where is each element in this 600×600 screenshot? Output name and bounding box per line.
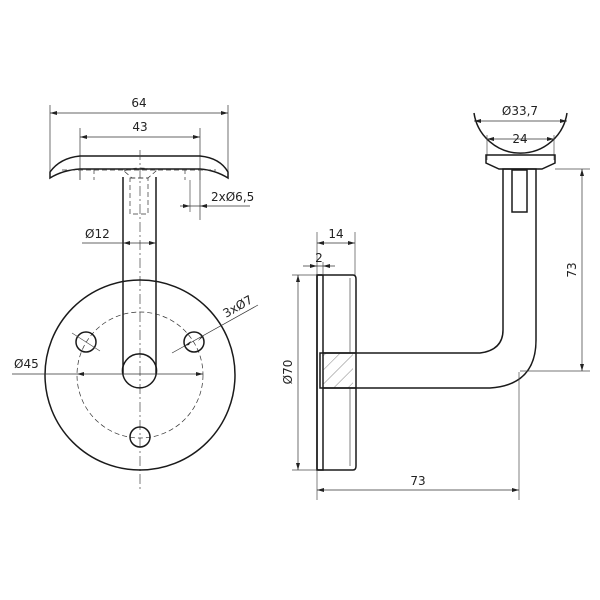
base-disc xyxy=(44,279,236,471)
base-plate xyxy=(316,274,357,471)
label-d12: Ø12 xyxy=(85,227,110,241)
label-14: 14 xyxy=(328,227,343,241)
label-d45: Ø45 xyxy=(14,357,39,371)
label-2xd6-5: 2xØ6,5 xyxy=(211,190,254,204)
label-2: 2 xyxy=(315,251,323,265)
side-view: Ø33,7 24 xyxy=(281,104,590,500)
dim-stem-diameter: Ø12 xyxy=(82,227,156,245)
stem xyxy=(122,150,157,490)
dim-base-depth: 14 xyxy=(316,227,356,275)
dim-height: 73 xyxy=(520,168,590,372)
dim-projection: 73 xyxy=(316,372,520,500)
dim-base-diameter: Ø70 xyxy=(281,274,317,471)
label-73-horizontal: 73 xyxy=(410,474,425,488)
label-d70: Ø70 xyxy=(281,360,295,385)
label-24: 24 xyxy=(512,132,527,146)
bracket-arm xyxy=(319,168,537,389)
front-view: 64 43 xyxy=(12,96,259,490)
rail-profile: Ø33,7 24 xyxy=(473,104,568,160)
top-cap xyxy=(49,155,229,180)
dim-bolt-circle: Ø45 xyxy=(12,357,203,376)
dim-inner-width: 43 xyxy=(79,120,201,220)
label-73-vertical: 73 xyxy=(565,262,579,277)
dim-plate-thickness: 2 xyxy=(303,251,335,275)
saddle xyxy=(485,154,556,170)
label-64: 64 xyxy=(131,96,146,110)
label-d33-7: Ø33,7 xyxy=(502,104,538,118)
label-43: 43 xyxy=(132,120,147,134)
dim-overall-width: 64 xyxy=(49,96,229,178)
dim-screw-holes: 2xØ6,5 xyxy=(180,180,254,212)
